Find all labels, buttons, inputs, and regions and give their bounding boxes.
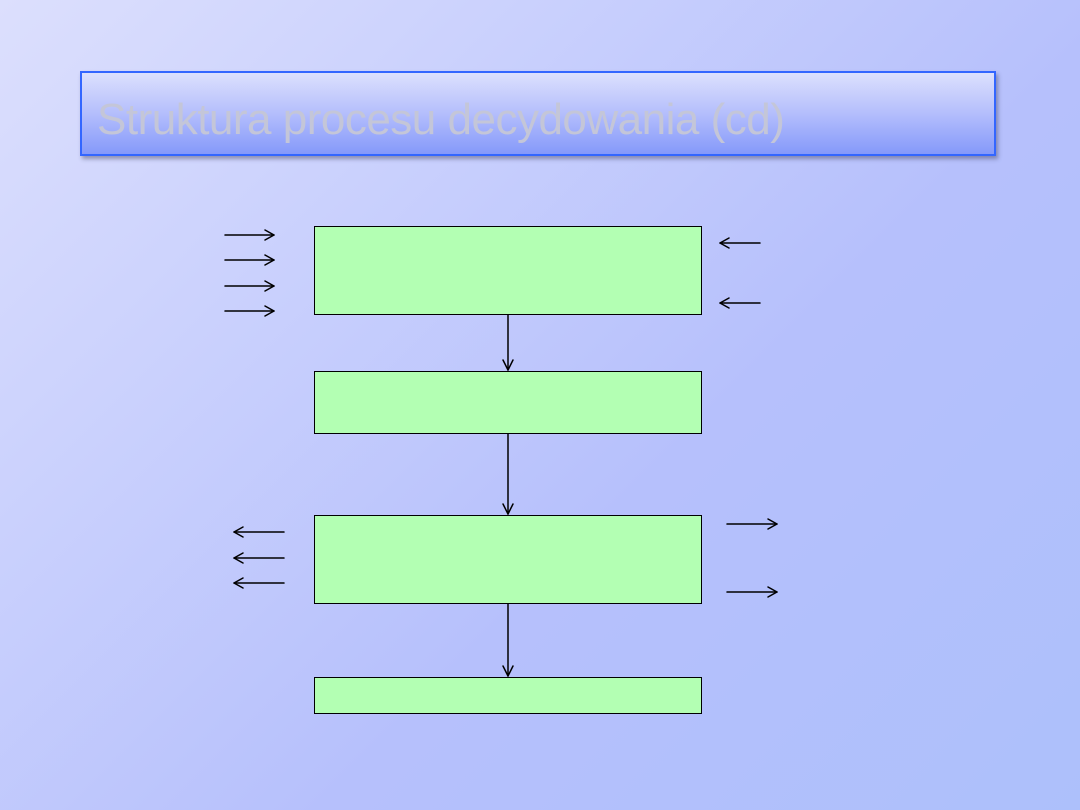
flow-box-2 (314, 371, 702, 434)
arrow-down-icon (502, 603, 514, 677)
arrow-right-icon (224, 305, 275, 317)
arrow-left-icon (233, 577, 285, 589)
arrow-right-icon (224, 254, 275, 266)
flow-box-3 (314, 515, 702, 604)
arrow-right-icon (726, 586, 778, 598)
slide-title-bar: Struktura procesu decydowania (cd) (80, 71, 996, 156)
arrow-right-icon (726, 518, 778, 530)
arrow-right-icon (224, 229, 275, 241)
arrow-left-icon (233, 526, 285, 538)
arrow-left-icon (719, 237, 761, 249)
arrow-left-icon (233, 552, 285, 564)
arrow-down-icon (502, 433, 514, 515)
arrow-right-icon (224, 280, 275, 292)
arrow-down-icon (502, 314, 514, 371)
flow-box-4 (314, 677, 702, 714)
arrow-left-icon (719, 297, 761, 309)
slide-title: Struktura procesu decydowania (cd) (97, 95, 785, 144)
